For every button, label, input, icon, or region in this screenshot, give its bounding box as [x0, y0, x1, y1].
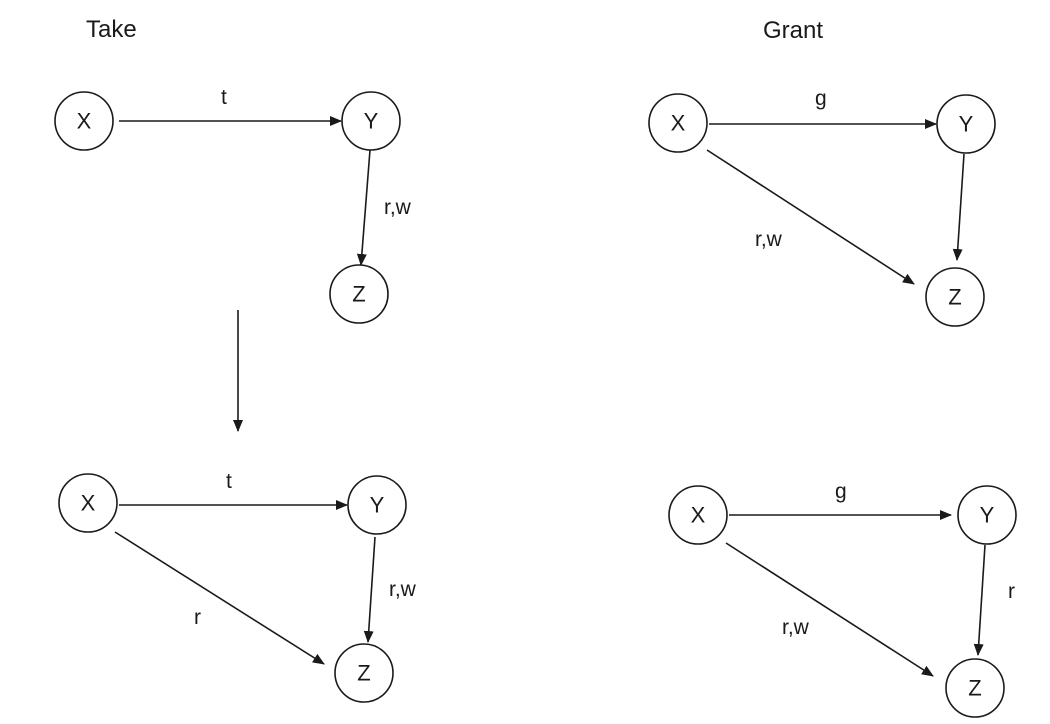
node-z-label: Z — [968, 676, 981, 701]
node-x — [668, 485, 728, 545]
node-x-label: X — [671, 111, 686, 136]
node-y — [347, 475, 407, 535]
edge-label-rw: r,w — [384, 196, 412, 219]
edge-x-z-grant-after — [725, 542, 934, 677]
take-before-graph: t r,w X Y Z — [54, 86, 412, 324]
node-x-label: X — [81, 491, 96, 516]
edge-label-rw: r,w — [755, 228, 783, 251]
node-z — [334, 643, 394, 703]
grant-before-graph: g r,w X Y Z — [648, 87, 996, 327]
edge-label-r: r — [194, 606, 201, 629]
edge-label-r: r — [1008, 580, 1015, 603]
node-x — [648, 93, 708, 153]
edge-label-rw: r,w — [389, 578, 417, 601]
node-z — [925, 267, 985, 327]
node-x — [54, 91, 114, 151]
edge-y-z-grant — [952, 153, 965, 261]
node-y-label: Y — [370, 493, 385, 518]
node-y — [957, 485, 1017, 545]
grant-after-graph: g r,w r X Y Z — [668, 480, 1017, 718]
edge-x-z-take-after — [114, 531, 325, 665]
node-z-label: Z — [352, 282, 365, 307]
node-x-label: X — [691, 503, 706, 528]
take-title: Take — [86, 16, 137, 43]
grant-title: Grant — [763, 17, 823, 44]
node-z-label: Z — [357, 661, 370, 686]
edge-label-rw: r,w — [782, 616, 810, 639]
node-y-label: Y — [959, 112, 974, 137]
node-z-label: Z — [948, 285, 961, 310]
edge-label-g: g — [815, 87, 827, 110]
edge-label-g: g — [835, 480, 847, 503]
node-y — [936, 94, 996, 154]
node-y-label: Y — [364, 109, 379, 134]
take-after-graph: t r r,w X Y Z — [58, 470, 417, 703]
edge-y-z-grant-after — [973, 544, 986, 656]
node-z — [945, 658, 1005, 718]
node-y-label: Y — [980, 503, 995, 528]
edge-label-t: t — [226, 470, 232, 493]
node-y — [341, 91, 401, 151]
node-x-label: X — [77, 109, 92, 134]
edge-label-t: t — [221, 86, 227, 109]
node-x — [58, 473, 118, 533]
edge-y-z-take-after — [363, 536, 376, 643]
edge-x-z-grant — [706, 149, 915, 285]
node-z — [329, 264, 389, 324]
edge-y-z-take — [356, 149, 371, 266]
